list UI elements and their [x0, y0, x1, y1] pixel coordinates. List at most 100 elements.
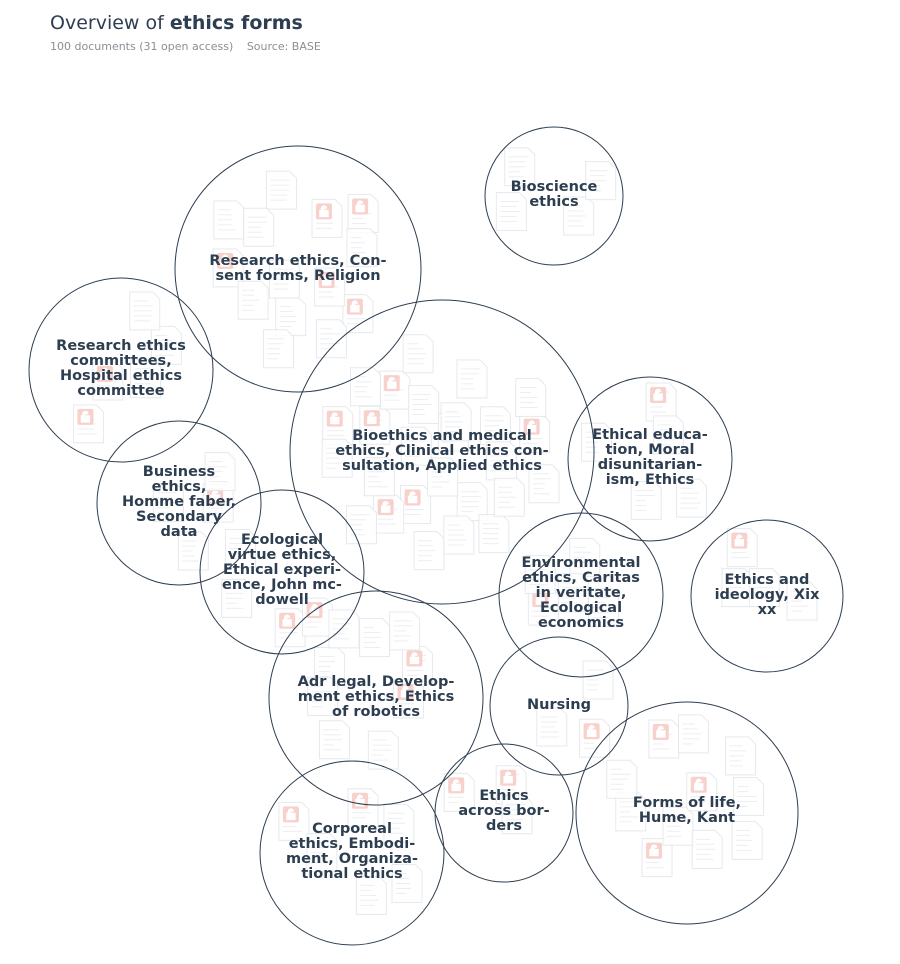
paper-thumbnail[interactable] [495, 192, 527, 232]
paper-thumbnail[interactable] [401, 645, 433, 685]
paper-thumbnail[interactable] [342, 294, 374, 334]
cluster-bubble-nursing[interactable] [489, 636, 629, 776]
paper-thumbnail[interactable] [652, 415, 684, 455]
paper-thumbnail[interactable] [212, 248, 244, 288]
paper-thumbnail[interactable] [726, 528, 758, 568]
paper-thumbnail[interactable] [786, 581, 818, 621]
paper-thumbnail[interactable] [456, 482, 488, 522]
paper-thumbnail[interactable] [307, 677, 339, 717]
paper-thumbnail[interactable] [443, 515, 475, 555]
cluster-bubble-ethical-education[interactable] [567, 376, 733, 542]
paper-thumbnail[interactable] [318, 720, 350, 760]
paper-thumbnail[interactable] [306, 833, 338, 873]
paper-thumbnail[interactable] [328, 609, 360, 649]
paper-thumbnail[interactable] [524, 555, 556, 595]
paper-thumbnail[interactable] [519, 414, 551, 454]
paper-thumbnail[interactable] [485, 441, 517, 481]
paper-thumbnail[interactable] [662, 806, 694, 846]
paper-thumbnail[interactable] [213, 200, 245, 240]
paper-thumbnail[interactable] [515, 378, 547, 418]
paper-thumbnail[interactable] [130, 359, 162, 399]
paper-thumbnail[interactable] [456, 359, 488, 399]
paper-thumbnail[interactable] [359, 618, 391, 658]
paper-thumbnail[interactable] [322, 406, 354, 446]
paper-thumbnail[interactable] [528, 464, 560, 504]
paper-thumbnail[interactable] [678, 714, 710, 754]
paper-thumbnail[interactable] [237, 280, 269, 320]
paper-thumbnail[interactable] [150, 325, 182, 365]
cluster-bubble-research-ethics-committees[interactable] [28, 277, 214, 463]
cluster-bubble-bioethics-medical[interactable] [289, 299, 595, 605]
cluster-bubble-business-ethics[interactable] [96, 420, 262, 586]
paper-thumbnail[interactable] [345, 505, 377, 545]
paper-thumbnail[interactable] [557, 573, 589, 613]
paper-thumbnail[interactable] [427, 457, 459, 497]
paper-thumbnail[interactable] [504, 147, 536, 187]
paper-thumbnail[interactable] [402, 334, 434, 374]
paper-thumbnail[interactable] [314, 267, 346, 307]
paper-thumbnail[interactable] [314, 647, 346, 687]
paper-thumbnail[interactable] [585, 161, 617, 201]
paper-thumbnail[interactable] [630, 481, 662, 521]
paper-thumbnail[interactable] [373, 494, 405, 534]
cluster-bubble-ethics-ideology[interactable] [690, 519, 844, 673]
paper-thumbnail[interactable] [152, 483, 184, 523]
paper-thumbnail[interactable] [408, 384, 440, 424]
cluster-bubble-forms-of-life[interactable] [575, 701, 799, 925]
paper-thumbnail[interactable] [321, 438, 353, 478]
paper-thumbnail[interactable] [355, 875, 387, 915]
paper-thumbnail[interactable] [265, 170, 297, 210]
paper-thumbnail[interactable] [413, 531, 445, 571]
paper-thumbnail[interactable] [440, 402, 472, 442]
cluster-bubble-corporeal-ethics[interactable] [259, 760, 445, 946]
cluster-bubble-adr-legal[interactable] [268, 590, 484, 806]
paper-thumbnail[interactable] [641, 838, 673, 878]
paper-thumbnail[interactable] [493, 477, 525, 517]
paper-thumbnail[interactable] [676, 478, 708, 518]
paper-thumbnail[interactable] [606, 759, 638, 799]
cluster-bubble-environmental-ethics[interactable] [498, 512, 664, 678]
paper-thumbnail[interactable] [315, 319, 347, 359]
paper-thumbnail[interactable] [383, 803, 415, 843]
paper-thumbnail[interactable] [346, 228, 378, 268]
paper-thumbnail[interactable] [400, 484, 432, 524]
paper-thumbnail[interactable] [569, 537, 601, 577]
paper-thumbnail[interactable] [391, 863, 423, 903]
paper-thumbnail[interactable] [262, 329, 294, 369]
paper-thumbnail[interactable] [587, 588, 619, 628]
paper-thumbnail[interactable] [347, 193, 379, 233]
cluster-bubble-bioscience-ethics[interactable] [484, 126, 624, 266]
paper-thumbnail[interactable] [347, 788, 379, 828]
paper-thumbnail[interactable] [691, 829, 723, 869]
paper-thumbnail[interactable] [349, 367, 381, 407]
paper-thumbnail[interactable] [501, 795, 533, 835]
paper-thumbnail[interactable] [243, 207, 275, 247]
paper-thumbnail[interactable] [748, 568, 780, 608]
paper-thumbnail[interactable] [495, 765, 527, 805]
paper-thumbnail[interactable] [400, 426, 432, 466]
paper-thumbnail[interactable] [129, 291, 161, 331]
paper-thumbnail[interactable] [733, 777, 765, 817]
paper-thumbnail[interactable] [204, 452, 236, 492]
paper-thumbnail[interactable] [393, 679, 425, 719]
paper-thumbnail[interactable] [479, 406, 511, 446]
paper-thumbnail[interactable] [389, 611, 421, 651]
paper-thumbnail[interactable] [478, 514, 510, 554]
paper-thumbnail[interactable] [443, 772, 475, 812]
paper-thumbnail[interactable] [72, 404, 104, 444]
paper-thumbnail[interactable] [278, 801, 310, 841]
paper-thumbnail[interactable] [563, 196, 595, 236]
paper-thumbnail[interactable] [648, 719, 680, 759]
paper-thumbnail[interactable] [274, 608, 306, 648]
paper-thumbnail[interactable] [645, 382, 677, 422]
paper-thumbnail[interactable] [527, 586, 559, 626]
paper-thumbnail[interactable] [92, 361, 124, 401]
paper-thumbnail[interactable] [581, 422, 613, 462]
cluster-bubble-ecological-virtue[interactable] [199, 489, 365, 655]
paper-thumbnail[interactable] [579, 718, 611, 758]
paper-thumbnail[interactable] [224, 528, 256, 568]
paper-thumbnail[interactable] [536, 707, 568, 747]
paper-thumbnail[interactable] [731, 820, 763, 860]
paper-thumbnail[interactable] [379, 370, 411, 410]
paper-thumbnail[interactable] [311, 198, 343, 238]
